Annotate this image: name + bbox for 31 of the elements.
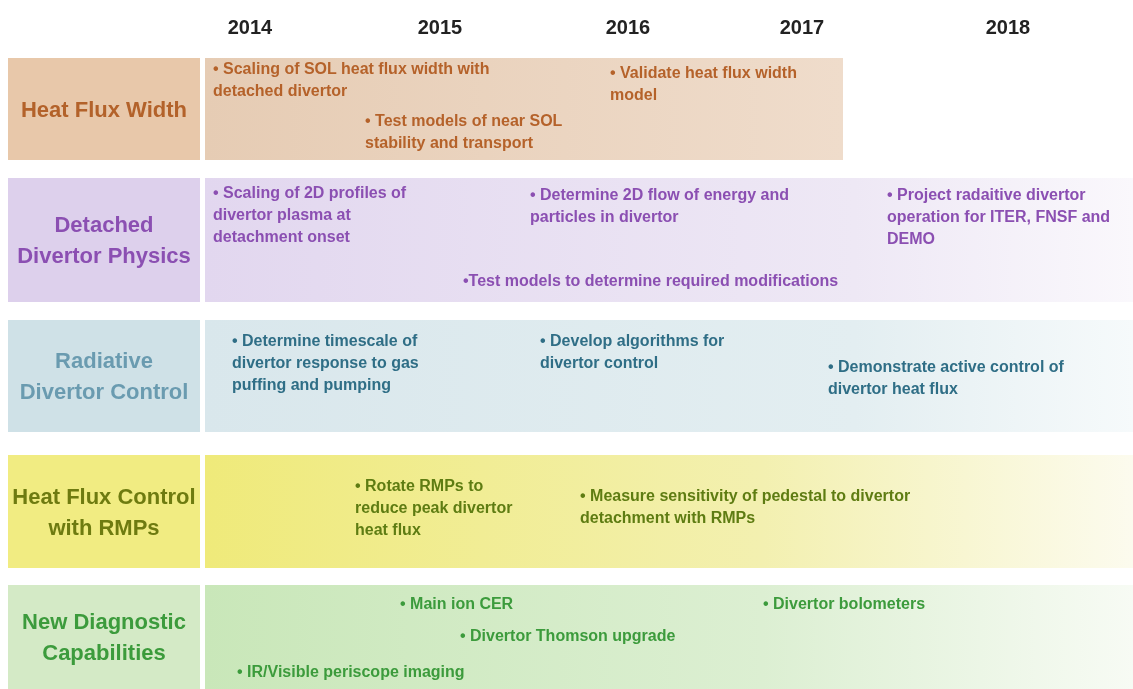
roadmap-item: • Scaling of SOL heat flux width with detached divertor: [213, 59, 491, 101]
roadmap-item: • Demonstrate active control of divertor heat flux: [828, 357, 1065, 399]
row-header-box: Heat Flux Width: [8, 58, 200, 160]
timeline-band: [205, 585, 1133, 689]
roadmap-item: • Determine timescale of divertor response to gas puffing and pumping: [232, 331, 420, 395]
timeline-band: [205, 178, 1133, 302]
roadmap-item: • Main ion CER: [400, 594, 515, 614]
year-label: 2014: [226, 16, 274, 39]
timeline-band: [205, 320, 1133, 432]
roadmap-item: • Measure sensitivity of pedestal to divertor detachment with RMPs: [580, 486, 912, 528]
year-label: 2017: [778, 16, 826, 39]
row-header-box: Heat Flux Control with RMPs: [8, 455, 200, 568]
roadmap-item: • Rotate RMPs to reduce peak divertor heat flux: [355, 476, 514, 540]
year-label: 2015: [416, 16, 464, 39]
roadmap-item: • Divertor Thomson upgrade: [460, 626, 677, 646]
timeline-band: [205, 455, 1133, 568]
year-label: 2018: [984, 16, 1032, 39]
roadmap-item: • Test models of near SOL stability and transport: [365, 111, 564, 153]
roadmap-item: •Test models to determine required modifications: [463, 271, 840, 291]
year-label: 2016: [604, 16, 652, 39]
roadmap-item: • Divertor bolometers: [763, 594, 927, 614]
row-header-box: New Diagnostic Capabilities: [8, 585, 200, 689]
timeline-band: [205, 58, 843, 160]
roadmap-item: • Validate heat flux width model: [610, 63, 798, 105]
roadmap-item: • IR/Visible periscope imaging: [237, 662, 466, 682]
row-header-box: Radiative Divertor Control: [8, 320, 200, 432]
roadmap-item: • Scaling of 2D profiles of divertor plasma at detachment onset: [213, 183, 408, 247]
roadmap-item: • Determine 2D flow of energy and particles in divertor: [530, 185, 790, 227]
roadmap-item: • Project radaitive divertor operation for ITER, FNSF and DEMO: [887, 185, 1112, 249]
roadmap-item: • Develop algorithms for divertor control: [540, 331, 726, 373]
row-header-box: Detached Divertor Physics: [8, 178, 200, 302]
